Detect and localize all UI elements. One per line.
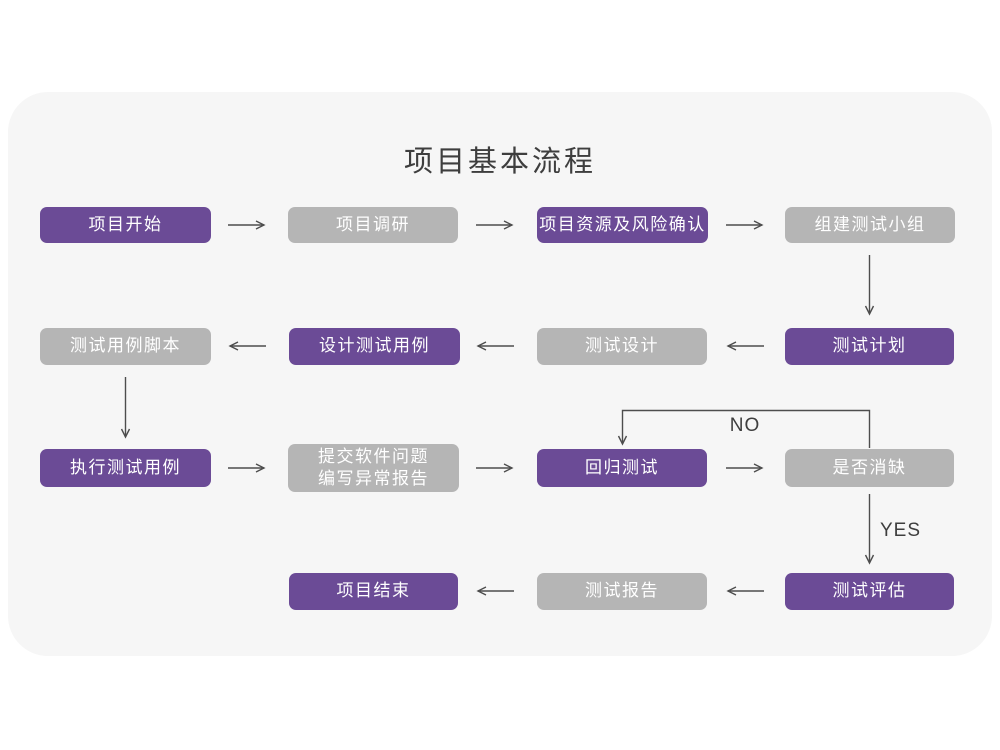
node-regression-test: 回归测试 [537,449,707,487]
node-defect-cleared: 是否消缺 [785,449,954,487]
edge-label-no: NO [729,415,761,436]
node-design-test-cases: 设计测试用例 [289,328,460,365]
node-submit-issues: 提交软件问题 编写异常报告 [288,444,459,492]
node-test-case-script: 测试用例脚本 [40,328,211,365]
node-resources-risk: 项目资源及风险确认 [537,207,708,243]
chart-title: 项目基本流程 [403,146,596,178]
node-test-evaluation: 测试评估 [785,573,954,610]
node-test-plan: 测试计划 [785,328,954,365]
node-test-report: 测试报告 [537,573,707,610]
node-submit-issues-line1: 提交软件问题 [318,446,429,466]
flowchart-card [8,92,992,656]
node-test-design: 测试设计 [537,328,707,365]
node-project-start: 项目开始 [40,207,211,243]
node-submit-issues-line2: 编写异常报告 [318,469,429,488]
node-build-test-team: 组建测试小组 [785,207,955,243]
node-execute-test-cases: 执行测试用例 [40,449,211,487]
edge-label-yes: YES [880,520,922,541]
node-project-research: 项目调研 [288,207,458,243]
node-project-end: 项目结束 [289,573,458,610]
